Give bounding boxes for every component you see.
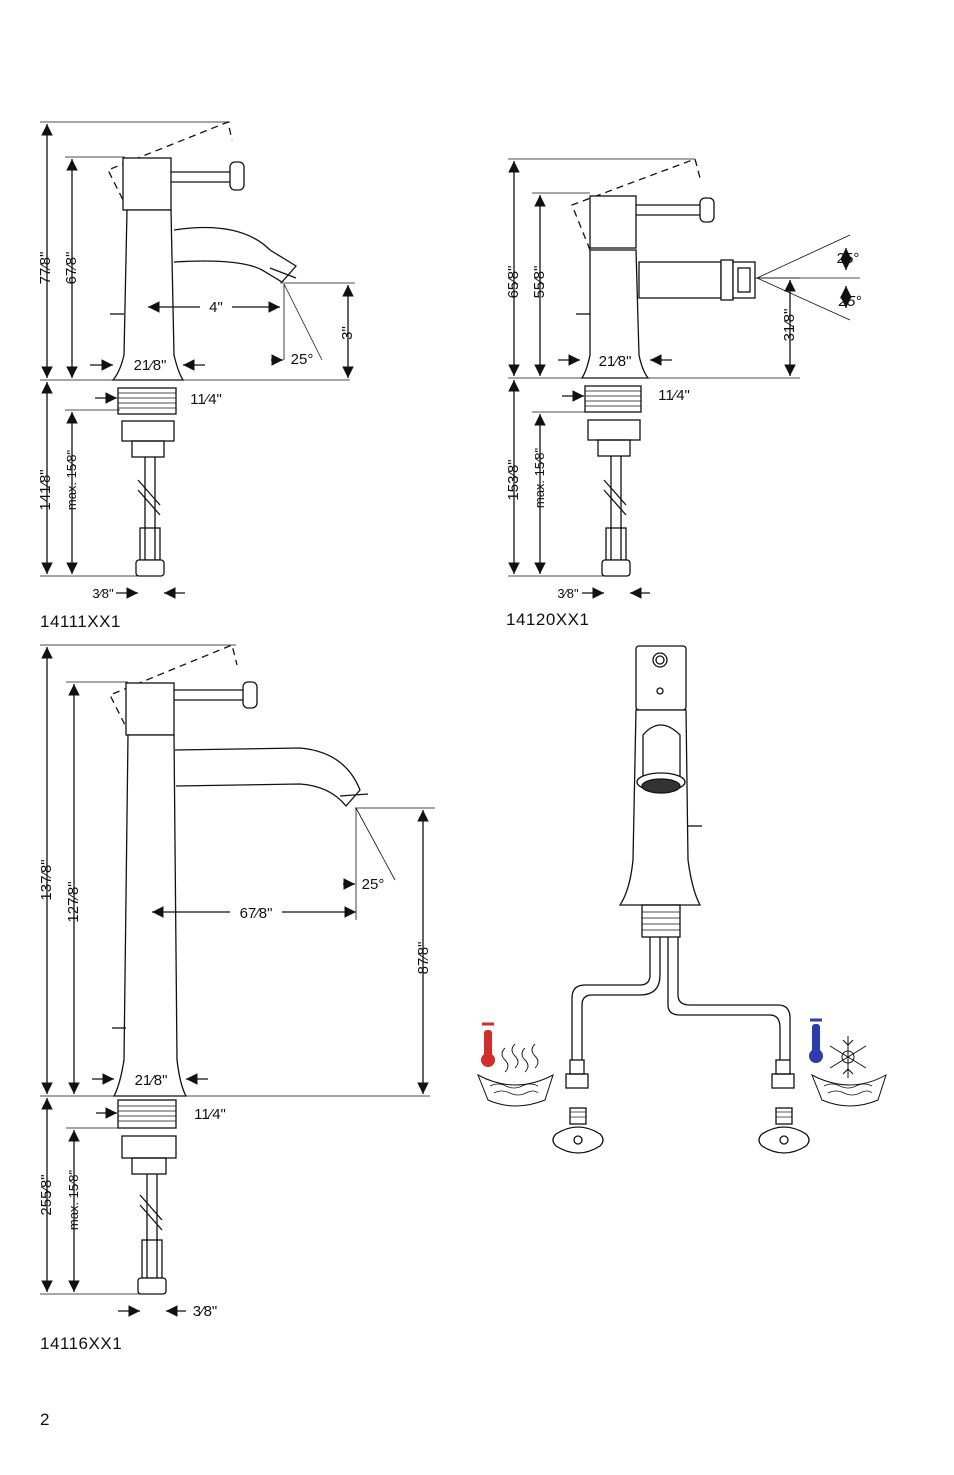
dim-below-deck: 153⁄8" bbox=[505, 459, 522, 500]
dim-shank: 11⁄4" bbox=[190, 391, 222, 408]
dim-deck-max: max. 15⁄8" bbox=[66, 1169, 81, 1230]
dim-total-height: 77⁄8" bbox=[37, 252, 54, 285]
dim-shank: 11⁄4" bbox=[194, 1106, 226, 1123]
faucet-drawing-14120 bbox=[508, 158, 860, 599]
dimension-labels-14116: 137⁄8" 127⁄8" 67⁄8" 25° 87⁄8" 21⁄8" 11⁄4… bbox=[38, 859, 432, 1320]
dim-reach: 4" bbox=[209, 299, 223, 316]
faucet-drawing-14111 bbox=[40, 121, 355, 599]
model-code-14111: 14111XX1 bbox=[40, 612, 121, 631]
dim-connection: 3⁄8" bbox=[557, 586, 579, 601]
dim-spout-height: 87⁄8" bbox=[415, 942, 432, 975]
dimension-labels-14111: 77⁄8" 67⁄8" 4" 3" 25° 21⁄8" 11⁄4" 141⁄8"… bbox=[37, 252, 356, 601]
dim-reach: 67⁄8" bbox=[240, 905, 273, 922]
dim-below-deck: 255⁄8" bbox=[38, 1174, 55, 1215]
dim-deck-max: max. 15⁄8" bbox=[64, 449, 79, 510]
page-number: 2 bbox=[40, 1410, 50, 1429]
dim-shank: 11⁄4" bbox=[658, 387, 690, 404]
dim-angle: 25° bbox=[291, 351, 314, 368]
dim-angle-up: 25° bbox=[837, 250, 860, 267]
dim-base-width: 21⁄8" bbox=[135, 1072, 168, 1089]
cold-water-icon bbox=[809, 1018, 887, 1107]
dimension-labels-14120: 65⁄8" 55⁄8" 25° 25° 31⁄8" 21⁄8" 11⁄4" 15… bbox=[505, 250, 861, 601]
dim-below-deck: 141⁄8" bbox=[37, 469, 54, 510]
hot-water-icon bbox=[477, 1022, 554, 1107]
dim-body-height: 127⁄8" bbox=[65, 881, 82, 922]
model-code-14116: 14116XX1 bbox=[40, 1334, 123, 1353]
dim-spout-height: 3" bbox=[339, 326, 356, 340]
dim-body-height: 55⁄8" bbox=[531, 266, 548, 299]
dim-total-height: 65⁄8" bbox=[505, 266, 522, 299]
faucet-drawing-14116 bbox=[40, 644, 435, 1317]
model-code-14120: 14120XX1 bbox=[506, 610, 590, 629]
dim-base-width: 21⁄8" bbox=[599, 353, 632, 370]
dim-connection: 3⁄8" bbox=[193, 1303, 218, 1320]
dim-total-height: 137⁄8" bbox=[38, 859, 55, 900]
dim-base-width: 21⁄8" bbox=[134, 357, 167, 374]
dim-spout-height: 31⁄8" bbox=[781, 309, 798, 342]
dim-connection: 3⁄8" bbox=[92, 586, 114, 601]
dim-body-height: 67⁄8" bbox=[63, 252, 80, 285]
dim-angle: 25° bbox=[362, 876, 385, 893]
dim-angle-down: 25° bbox=[838, 293, 862, 310]
snowflake-icon bbox=[829, 1036, 867, 1078]
faucet-front-view bbox=[552, 645, 810, 1154]
dim-deck-max: max. 15⁄8" bbox=[532, 447, 547, 508]
